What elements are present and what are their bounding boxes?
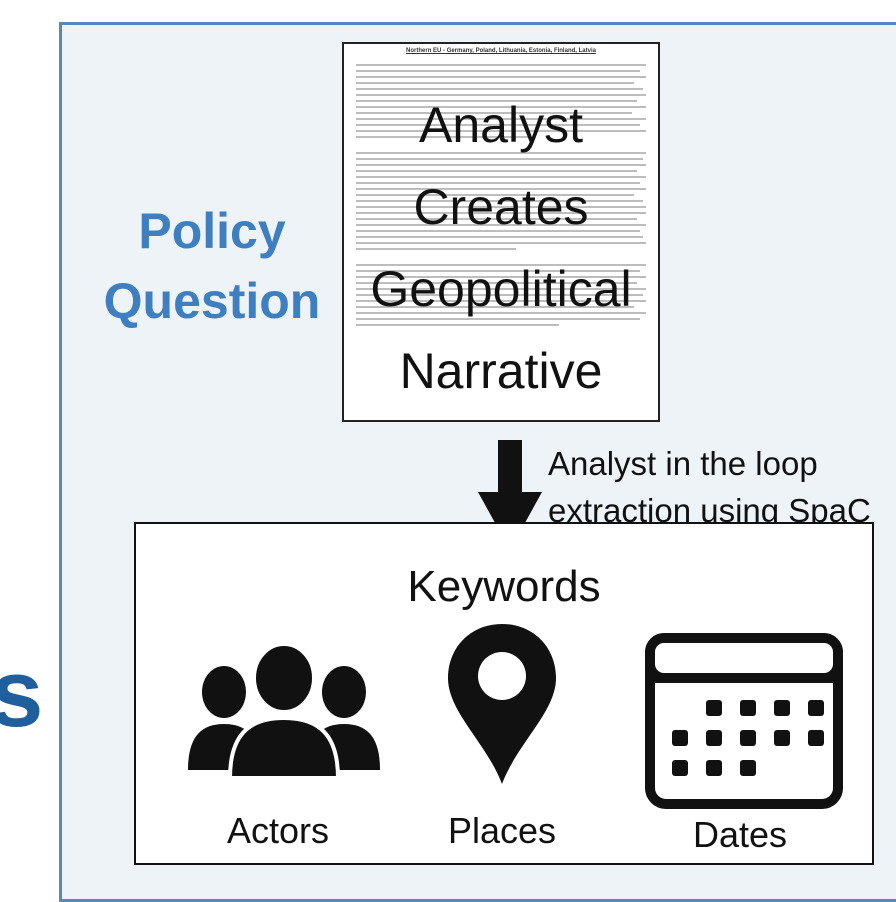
document-text-line — [356, 264, 646, 266]
document-text-line — [356, 158, 644, 160]
document-text-line — [356, 248, 516, 250]
document-text-line — [356, 76, 646, 78]
document-text-line — [356, 270, 641, 272]
document-text-line — [356, 112, 632, 114]
document-text-line — [356, 188, 646, 190]
document-text-line — [356, 124, 641, 126]
overlay-line-1: Analyst — [419, 97, 583, 153]
document-overlay-text: Analyst Creates Geopolitical Narrative — [344, 84, 658, 412]
document-text-line — [356, 152, 646, 154]
document-text-line — [356, 136, 530, 138]
document-text-line — [356, 224, 646, 226]
document-text-line — [356, 118, 646, 120]
policy-line-1: Policy — [138, 203, 286, 259]
keywords-box: Keywords Actors Places Dates — [134, 522, 874, 865]
document-text-line — [356, 164, 646, 166]
document-text-line — [356, 324, 559, 326]
document-text-line — [356, 218, 638, 220]
document-text-line — [356, 170, 638, 172]
partial-heading-glyph: s — [0, 640, 44, 747]
document-text-line — [356, 106, 646, 108]
down-arrow-icon — [478, 440, 542, 550]
map-pin-icon — [448, 624, 556, 784]
arrow-note: Analyst in the loop extraction using Spa… — [548, 440, 871, 534]
document-text-line — [356, 318, 641, 320]
document-text-line — [356, 130, 646, 132]
document-text-line — [356, 212, 646, 214]
keywords-title: Keywords — [407, 562, 601, 611]
document-title: Northern EU - Germany, Poland, Lithuania… — [406, 48, 596, 54]
document-text-line — [356, 230, 641, 232]
document-text-line — [356, 82, 635, 84]
document-text-line — [356, 94, 646, 96]
label-actors: Actors — [226, 810, 330, 851]
document-text-line — [356, 206, 646, 208]
calendar-icon — [645, 633, 843, 809]
document-text-line — [356, 182, 641, 184]
overlay-line-4: Narrative — [399, 343, 603, 399]
overlay-line-2: Creates — [413, 179, 589, 235]
document-text-line — [356, 88, 644, 90]
document-text-line — [356, 294, 644, 296]
document-text-line — [356, 282, 638, 284]
document-text-lines — [356, 64, 646, 330]
policy-question: Policy Question — [62, 196, 362, 336]
arrow-note-line-1: Analyst in the loop — [548, 445, 818, 482]
document-text-line — [356, 100, 638, 102]
document-text-line — [356, 288, 646, 290]
label-places: Places — [447, 810, 557, 851]
overlay-line-3: Geopolitical — [370, 261, 632, 317]
document-text-line — [356, 200, 644, 202]
narrative-document: Northern EU - Germany, Poland, Lithuania… — [342, 42, 660, 422]
people-icon — [188, 642, 380, 780]
document-text-line — [356, 312, 646, 314]
document-text-line — [356, 194, 635, 196]
document-text-line — [356, 242, 646, 244]
document-text-line — [356, 70, 641, 72]
document-text-line — [356, 300, 646, 302]
label-dates: Dates — [692, 814, 788, 855]
document-text-line — [356, 64, 646, 66]
document-text-line — [356, 176, 646, 178]
policy-line-2: Question — [103, 273, 321, 329]
document-text-line — [356, 236, 644, 238]
document-text-line — [356, 276, 646, 278]
document-text-line — [356, 306, 635, 308]
